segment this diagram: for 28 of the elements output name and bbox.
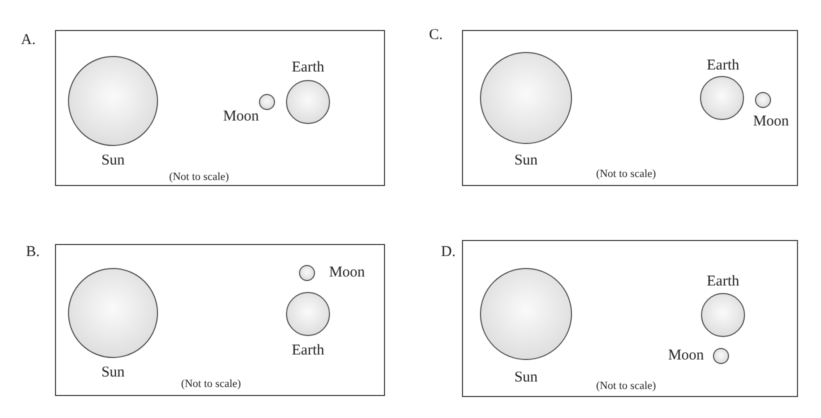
scale-note: (Not to scale): [169, 172, 229, 183]
earth-circle: [286, 292, 330, 336]
scale-note: (Not to scale): [596, 169, 656, 180]
body-label: Moon: [668, 348, 704, 364]
earth-circle: [286, 80, 330, 124]
panel-letter: C.: [429, 28, 443, 43]
body-label: Sun: [101, 154, 125, 168]
earth-circle: [700, 76, 744, 120]
scale-note: (Not to scale): [596, 381, 656, 392]
moon-circle: [755, 92, 771, 108]
body-label: Moon: [223, 110, 259, 124]
earth-circle: [701, 293, 745, 337]
moon-circle: [299, 265, 315, 281]
body-label: Sun: [514, 154, 538, 168]
panel-letter: A.: [21, 33, 36, 48]
body-label: Sun: [514, 370, 538, 386]
panel-letter: B.: [26, 245, 40, 260]
body-label: Moon: [753, 114, 789, 130]
moon-circle: [259, 94, 275, 110]
moon-circle: [713, 348, 729, 364]
body-label: Earth: [706, 58, 740, 74]
body-label: Earth: [292, 60, 324, 76]
body-label: Earth: [292, 344, 324, 358]
panel-letter: D.: [441, 245, 456, 260]
body-label: Moon: [329, 266, 365, 280]
body-label: Sun: [101, 366, 125, 380]
body-label: Earth: [706, 274, 740, 290]
scale-note: (Not to scale): [181, 379, 241, 390]
